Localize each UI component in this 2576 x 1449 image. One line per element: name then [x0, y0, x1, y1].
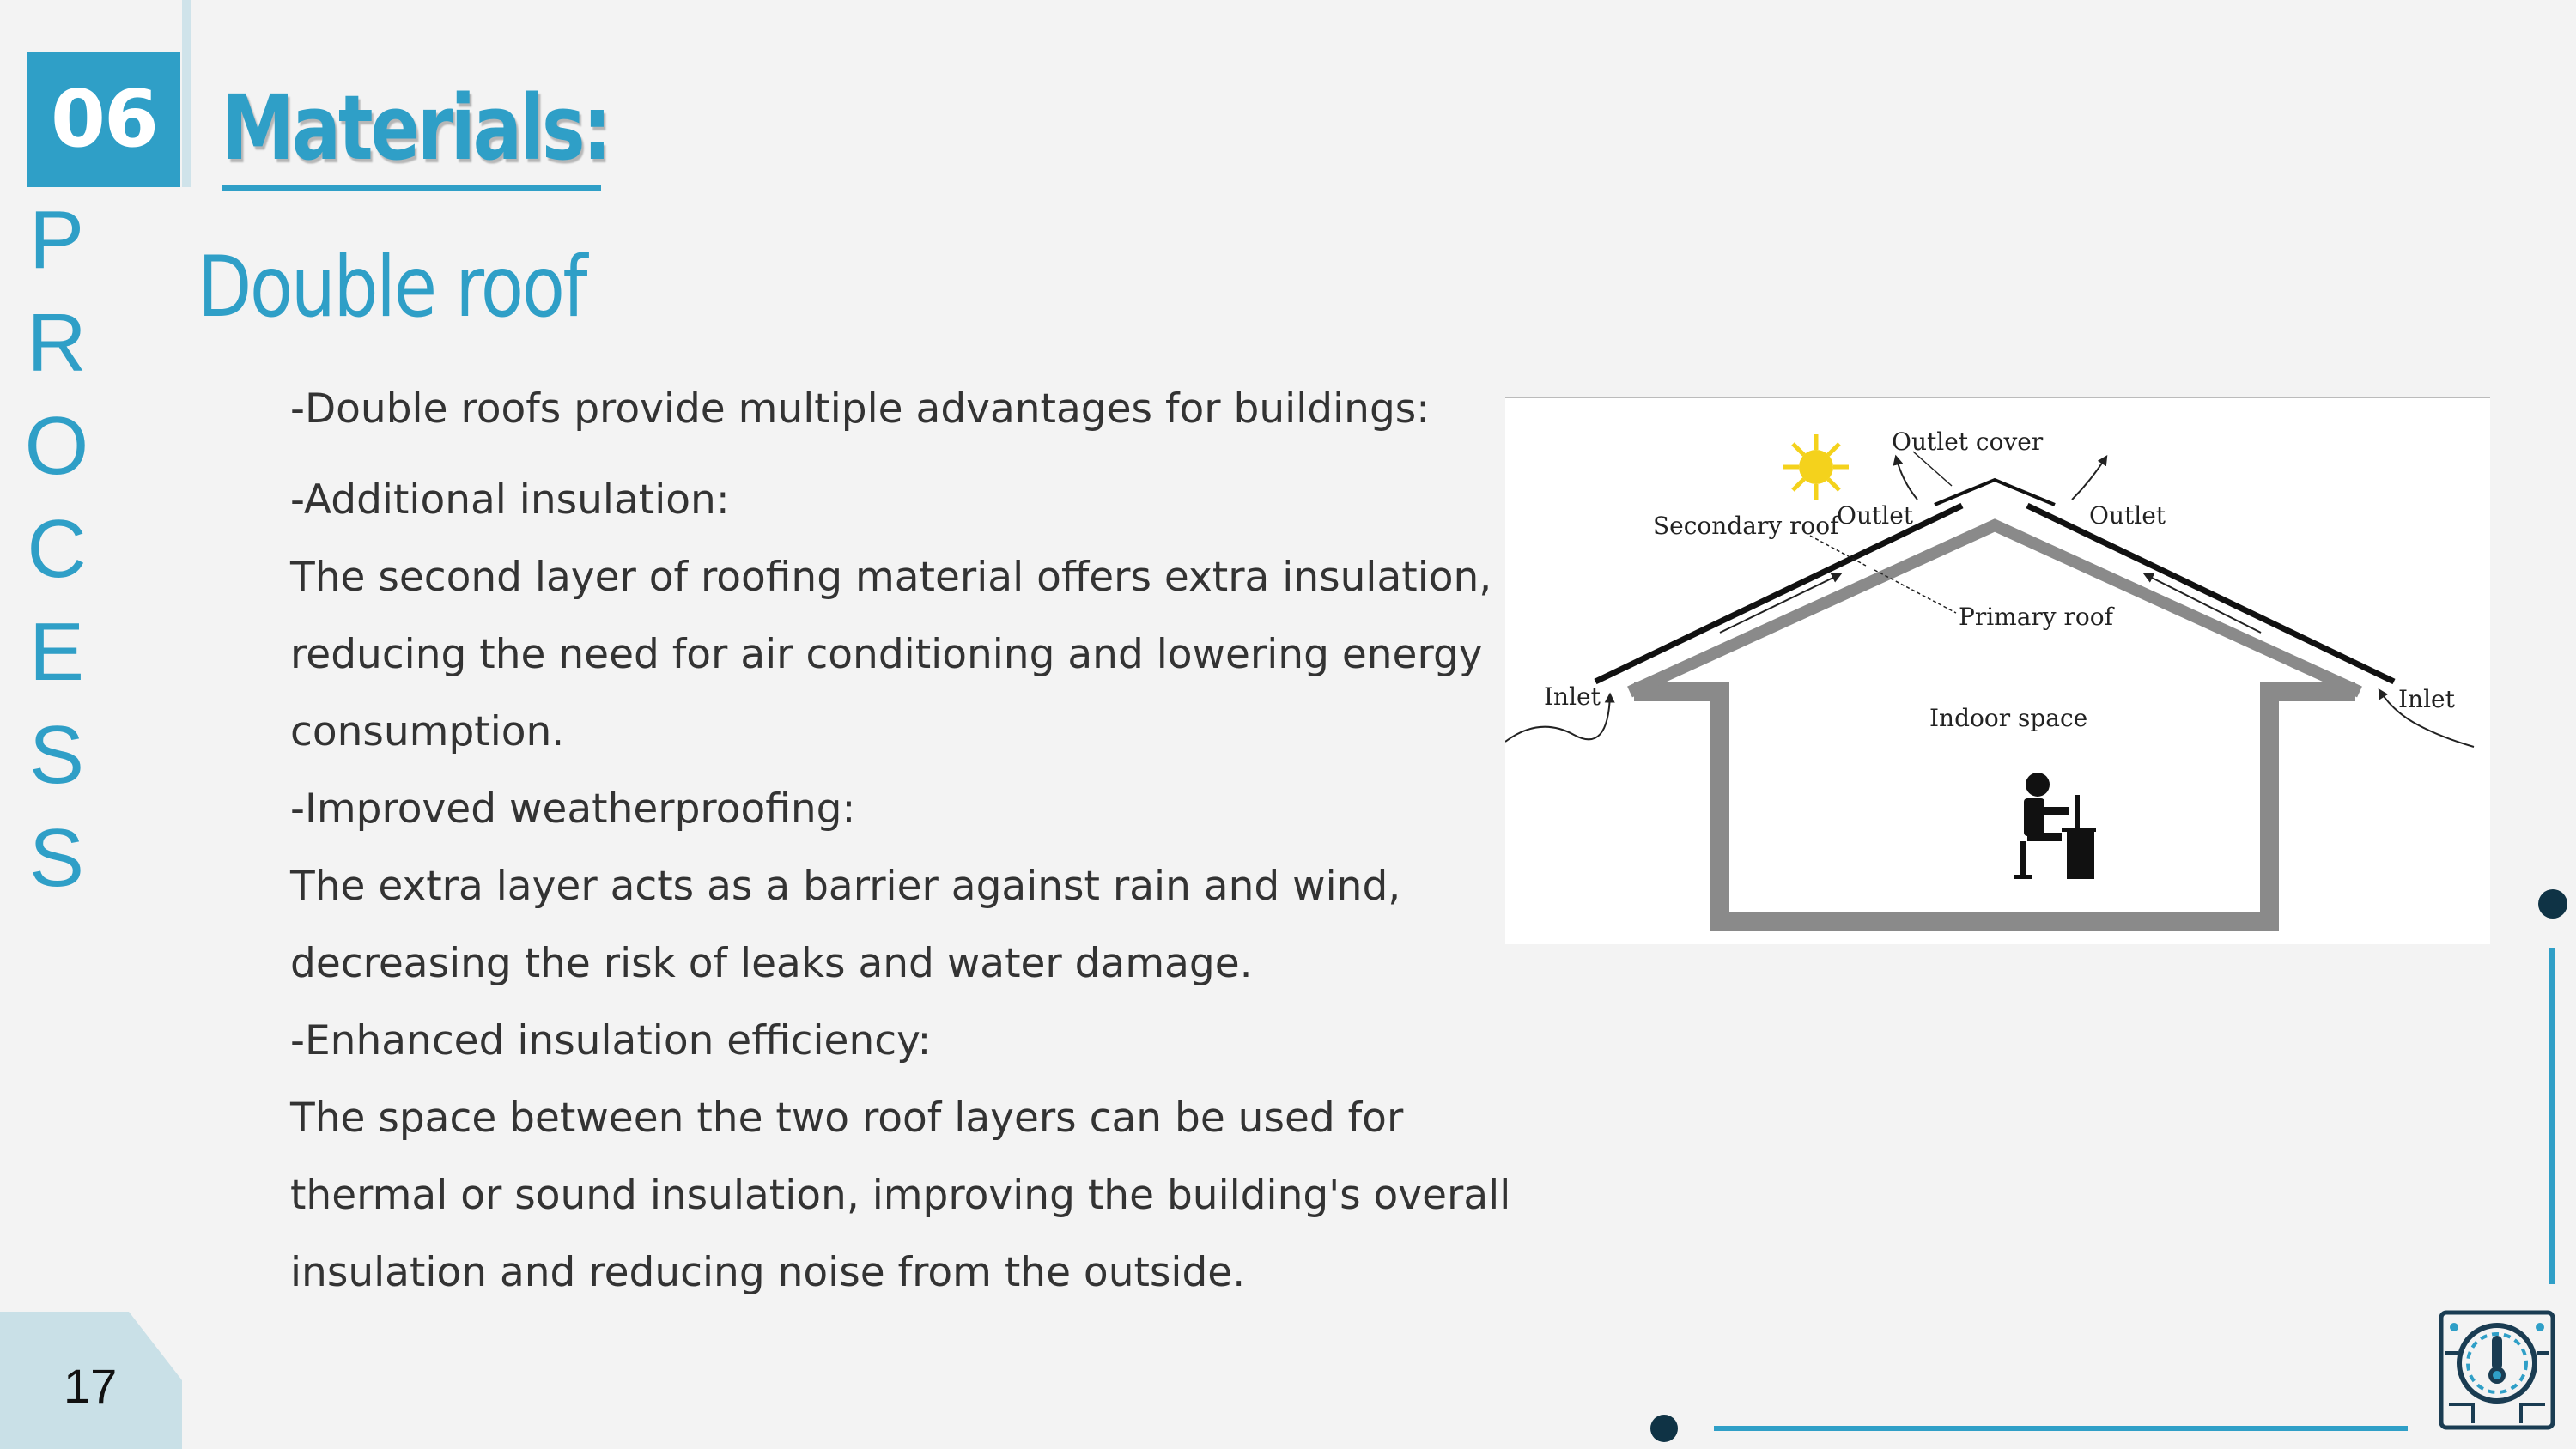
- vertical-letter: P: [28, 194, 85, 286]
- primary-roof-label: Primary roof: [1959, 603, 2116, 631]
- section-number: 06: [27, 52, 180, 187]
- outlet-cover-label: Outlet cover: [1892, 427, 2044, 456]
- inlet-label-right: Inlet: [2398, 685, 2456, 713]
- body-line: consumption.: [290, 708, 565, 755]
- double-roof-diagram: Outlet cover Outlet Outlet Secondary roo…: [1505, 397, 2490, 944]
- vertical-letter: S: [28, 709, 85, 801]
- diagram-svg: Outlet cover Outlet Outlet Secondary roo…: [1505, 427, 2475, 931]
- vertical-letter: S: [28, 812, 85, 904]
- title-underline: [222, 185, 601, 191]
- thermometer-circuit-icon: [2439, 1310, 2555, 1430]
- indoor-space-label: Indoor space: [1929, 704, 2087, 732]
- page-number: 17: [64, 1359, 118, 1413]
- decorative-dot: [2538, 889, 2567, 919]
- secondary-roof-label: Secondary roof: [1653, 512, 1841, 540]
- body-line: thermal or sound insulation, improving t…: [290, 1172, 1511, 1219]
- vertical-letter: C: [27, 503, 87, 595]
- body-line: -Double roofs provide multiple advantage…: [290, 385, 1431, 433]
- vertical-letter: R: [27, 297, 87, 389]
- vertical-section-label: P R O C E S S: [24, 189, 89, 910]
- decorative-dot: [1650, 1415, 1678, 1442]
- accent-bar: [182, 0, 191, 187]
- body-line: -Additional insulation:: [290, 476, 730, 524]
- outlet-cover-shape: [1934, 477, 2056, 506]
- decorative-line: [2549, 948, 2555, 1284]
- body-line: -Enhanced insulation efficiency:: [290, 1017, 932, 1064]
- body-line: The second layer of roofing material off…: [290, 554, 1492, 601]
- secondary-roof-shape: [1594, 502, 1964, 685]
- sun-icon: [1783, 434, 1849, 500]
- outlet-label-right: Outlet: [2089, 501, 2166, 530]
- primary-roof-shape: [1627, 518, 2362, 698]
- body-line: decreasing the risk of leaks and water d…: [290, 940, 1253, 987]
- building-walls: [1634, 682, 2355, 931]
- body-line: The space between the two roof layers ca…: [290, 1094, 1404, 1142]
- page-title: Materials:: [222, 76, 611, 180]
- decorative-line: [1714, 1426, 2408, 1431]
- outlet-label-left: Outlet: [1837, 501, 1914, 530]
- section-subtitle: Double roof: [197, 239, 587, 336]
- vertical-letter: O: [24, 400, 89, 492]
- vertical-letter: E: [28, 606, 85, 698]
- body-line: The extra layer acts as a barrier agains…: [290, 863, 1401, 910]
- body-line: insulation and reducing noise from the o…: [290, 1249, 1246, 1296]
- body-line: -Improved weatherproofing:: [290, 785, 856, 833]
- inlet-label-left: Inlet: [1544, 682, 1601, 711]
- person-at-desk-icon: [2014, 773, 2096, 879]
- body-line: reducing the need for air conditioning a…: [290, 631, 1483, 678]
